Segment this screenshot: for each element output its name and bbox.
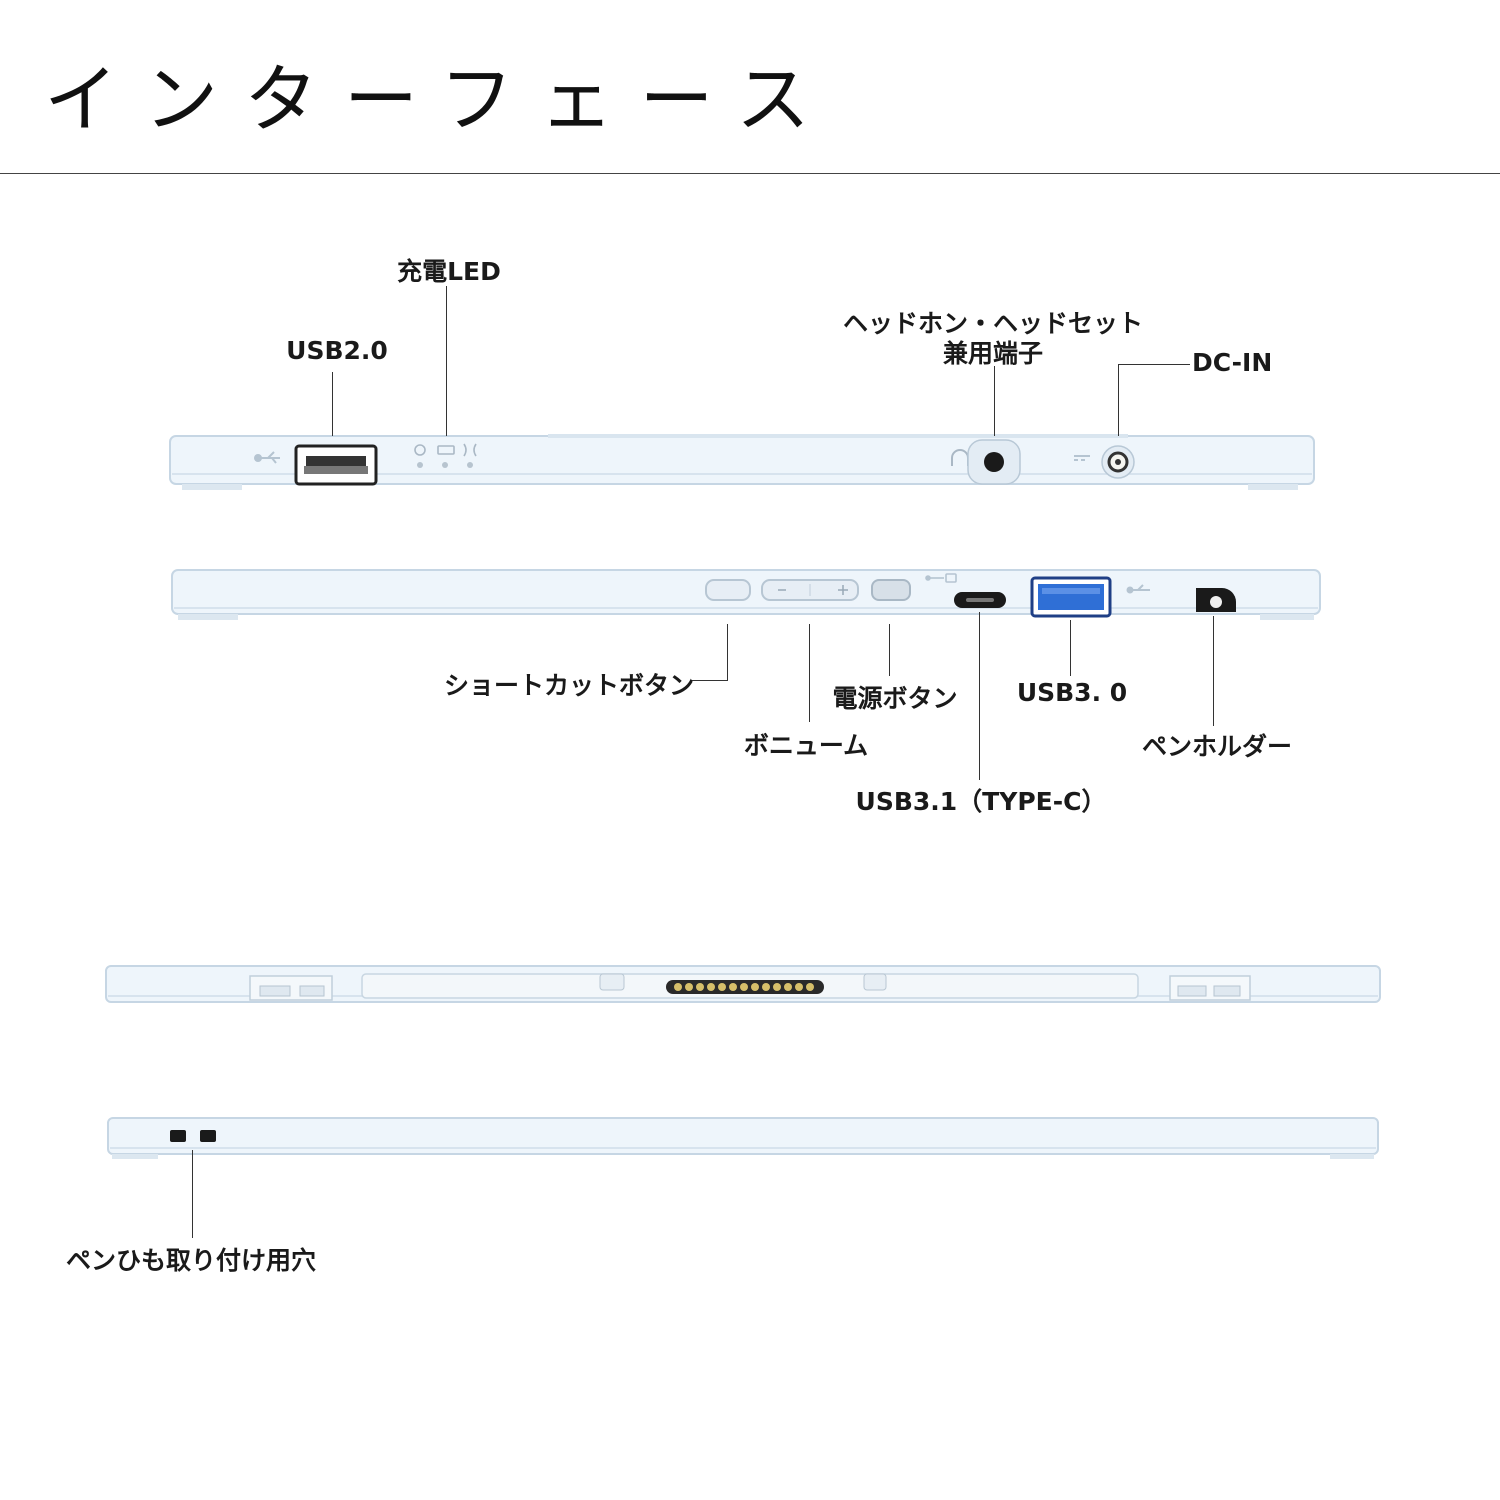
label-usb31: USB3.1（TYPE-C） xyxy=(855,787,1107,816)
label-power-button: 電源ボタン xyxy=(832,684,958,713)
headphone-jack xyxy=(984,452,1004,472)
leader-charge-led xyxy=(446,286,447,436)
page-title: インターフェース xyxy=(44,57,836,143)
pen-strap-hole-1 xyxy=(170,1130,186,1142)
usb-symbol-icon xyxy=(254,451,280,464)
label-pen-strap-hole: ペンひも取り付け用穴 xyxy=(66,1246,317,1275)
label-usb20: USB2.0 xyxy=(286,336,388,365)
device-side-edge-view xyxy=(171,569,1321,620)
leader-usb30 xyxy=(1070,620,1071,676)
device-top-edge-view xyxy=(169,434,1315,490)
leader-volume xyxy=(809,624,810,722)
shortcut-button xyxy=(705,579,751,601)
leader-pen-strap xyxy=(192,1150,193,1238)
led-status-icons xyxy=(414,443,477,457)
leader-pen-holder xyxy=(1213,616,1214,726)
led-dot-3 xyxy=(467,462,473,468)
dc-symbol-icon xyxy=(1074,455,1090,461)
leader-shortcut-horizontal xyxy=(690,680,728,681)
led-dot-2 xyxy=(442,462,448,468)
label-shortcut-button: ショートカットボタン xyxy=(444,671,695,700)
label-charge-led: 充電LED xyxy=(397,257,501,286)
leader-dc-in-vertical xyxy=(1118,364,1119,436)
leader-usb31 xyxy=(979,612,980,780)
label-pen-holder: ペンホルダー xyxy=(1141,732,1293,761)
label-volume: ボニューム xyxy=(743,731,869,760)
leader-dc-in-horizontal xyxy=(1118,364,1190,365)
leader-shortcut-vertical xyxy=(727,624,728,680)
leader-usb20 xyxy=(332,372,333,436)
usb-c-symbol-icon xyxy=(925,573,957,583)
label-headphone-line2: 兼用端子 xyxy=(942,339,1044,368)
leader-headphone xyxy=(994,366,995,436)
device-bottom-edge-view xyxy=(105,965,1381,1003)
label-usb30: USB3. 0 xyxy=(1016,678,1128,707)
label-dc-in: DC-IN xyxy=(1192,348,1273,377)
title-divider xyxy=(0,173,1500,174)
pen-strap-hole-2 xyxy=(200,1130,216,1142)
leader-power xyxy=(889,624,890,676)
led-dot-1 xyxy=(417,462,423,468)
power-button xyxy=(871,579,911,601)
usb3-symbol-icon xyxy=(1126,584,1150,594)
device-opposite-edge-view xyxy=(107,1117,1379,1159)
label-headphone-line1: ヘッドホン・ヘッドセット xyxy=(842,309,1144,338)
